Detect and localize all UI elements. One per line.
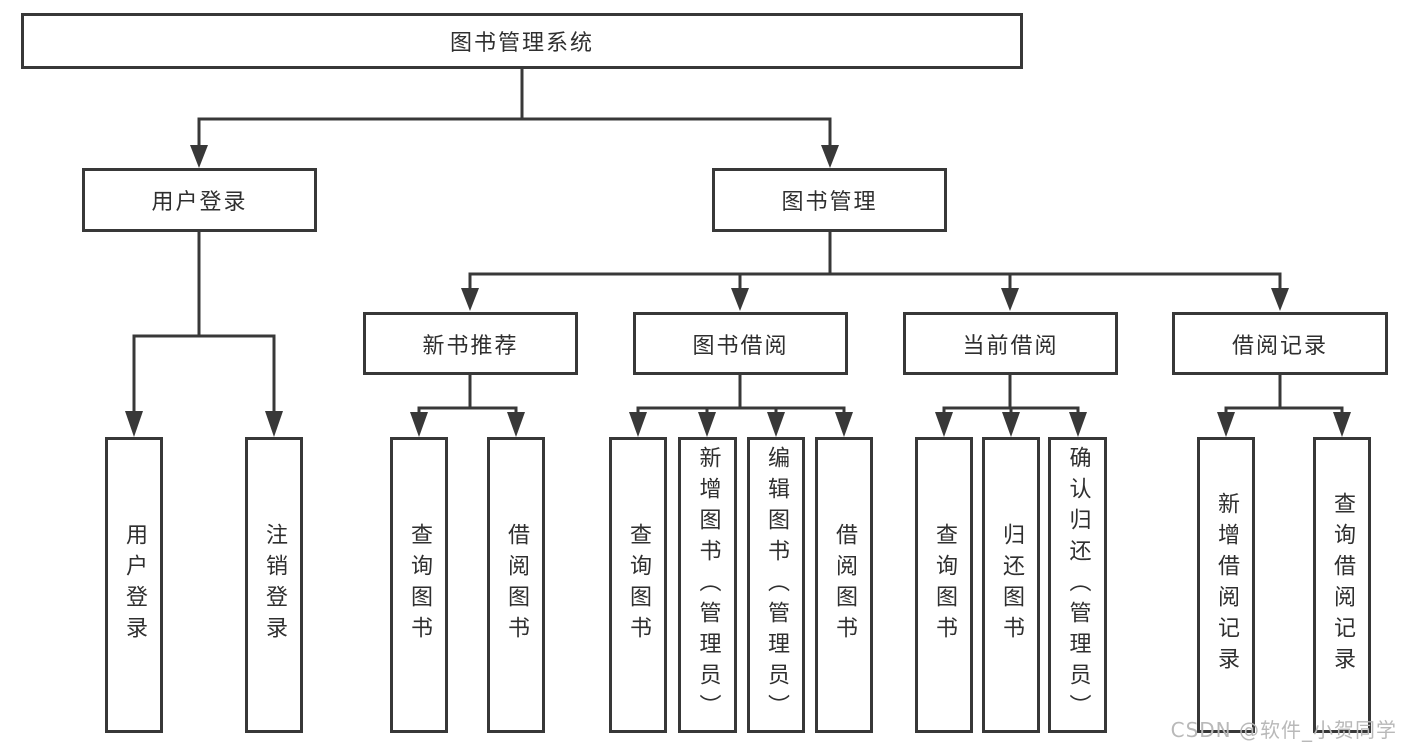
leaf-return-books: 归还图书 (982, 437, 1040, 733)
leaf-query-books-current: 查询图书 (915, 437, 973, 733)
node-library-management-system: 图书管理系统 (21, 13, 1023, 69)
node-book-borrowing: 图书借阅 (633, 312, 848, 375)
leaf-user-login: 用户登录 (105, 437, 163, 733)
node-book-management: 图书管理 (712, 168, 947, 232)
leaf-borrow-books-recommend: 借阅图书 (487, 437, 545, 733)
leaf-logout: 注销登录 (245, 437, 303, 733)
leaf-query-books-recommend: 查询图书 (390, 437, 448, 733)
node-current-borrowing: 当前借阅 (903, 312, 1118, 375)
arrowheads (125, 145, 1351, 437)
leaf-confirm-return-admin: 确认归还（管理员） (1048, 437, 1107, 733)
leaf-borrow-books: 借阅图书 (815, 437, 873, 733)
leaf-add-books-admin: 新增图书（管理员） (678, 437, 737, 733)
node-borrowing-records: 借阅记录 (1172, 312, 1388, 375)
node-user-login: 用户登录 (82, 168, 317, 232)
node-new-book-recommend: 新书推荐 (363, 312, 578, 375)
leaf-edit-books-admin: 编辑图书（管理员） (747, 437, 805, 733)
csdn-watermark: CSDN @软件_小贺同学 (1170, 718, 1397, 742)
leaf-query-borrow-record: 查询借阅记录 (1313, 437, 1371, 733)
leaf-add-borrow-record: 新增借阅记录 (1197, 437, 1255, 733)
leaf-query-books-borrowing: 查询图书 (609, 437, 667, 733)
